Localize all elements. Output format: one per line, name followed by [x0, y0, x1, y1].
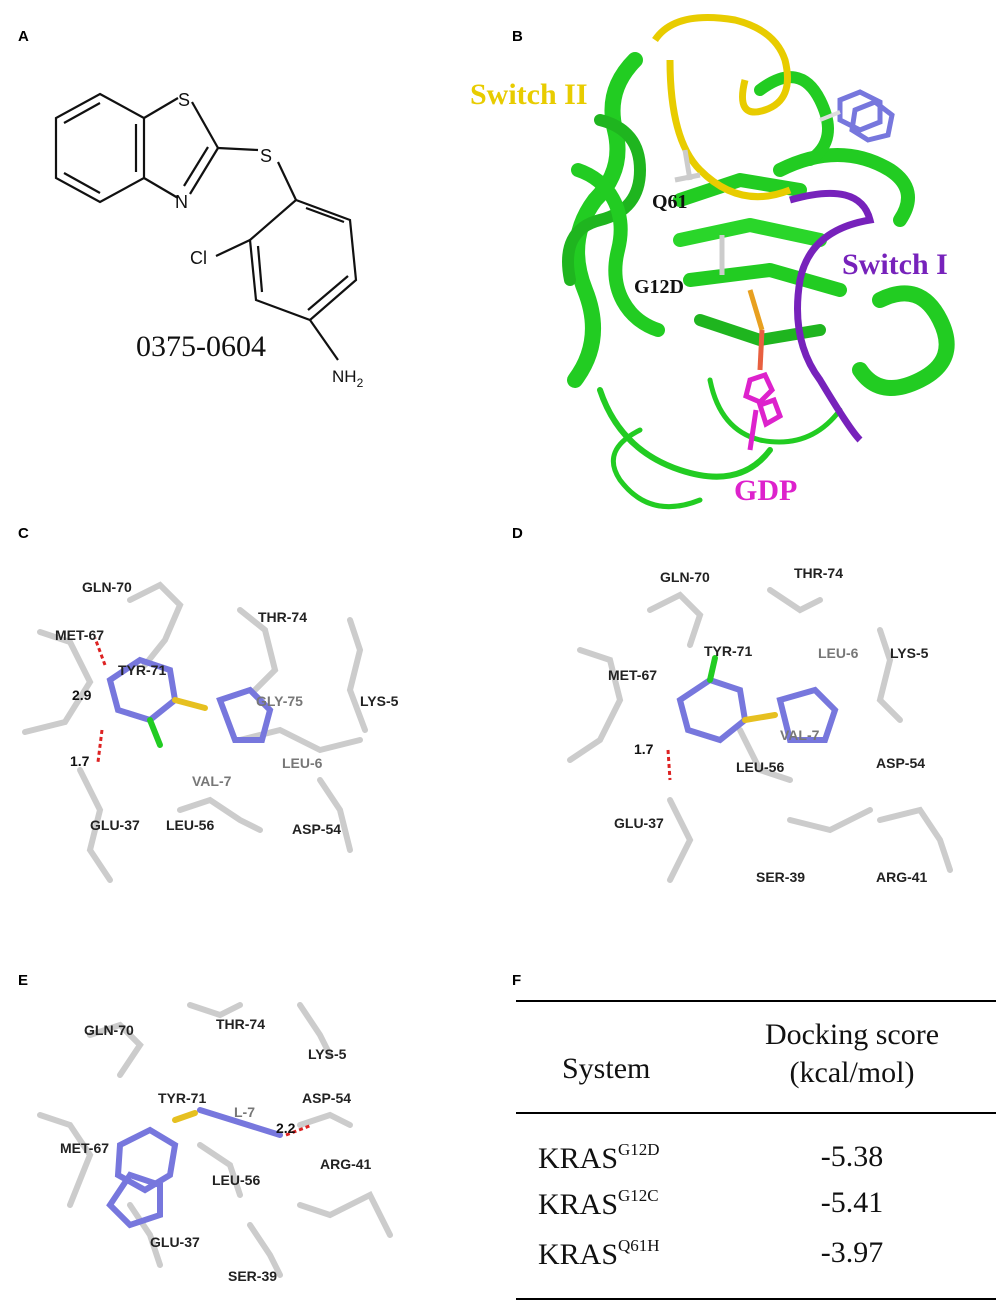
res-c-val7: VAL-7 [192, 773, 232, 789]
res-e-glu37: GLU-37 [150, 1234, 200, 1250]
atom-s2: S [260, 146, 272, 166]
table-bottom-rule [516, 1298, 996, 1300]
res-e-ser39: SER-39 [228, 1268, 277, 1284]
residue-sticks-d [567, 587, 953, 883]
res-d-met67: MET-67 [608, 667, 657, 683]
res-c-gln70: GLN-70 [82, 579, 132, 595]
header-score-line1: Docking score [764, 1018, 940, 1051]
switch1-loop [789, 189, 875, 443]
res-c-asp54: ASP-54 [292, 821, 341, 837]
res-e-gln70: GLN-70 [84, 1022, 134, 1038]
res-e-lys5: LYS-5 [308, 1046, 347, 1062]
g12d-label: G12D [634, 276, 684, 298]
res-c-tyr71: TYR-71 [118, 662, 166, 678]
table-header-rule [516, 1112, 996, 1114]
row-system: KRASQ61H [538, 1236, 660, 1271]
res-e-met67: MET-67 [60, 1140, 109, 1156]
row-score: -5.38 [820, 1140, 884, 1173]
panel-b-protein: Switch II Switch I Q61 G12D GDP [470, 14, 955, 510]
res-e-asp54: ASP-54 [302, 1090, 351, 1106]
panel-c-docking: GLN-70 MET-67 THR-74 TYR-71 GLY-75 LYS-5… [22, 579, 399, 883]
atom-nh2: NH2 [332, 367, 364, 390]
row-score: -3.97 [820, 1236, 884, 1269]
ligand-b [837, 89, 895, 143]
res-d-lys5: LYS-5 [890, 645, 929, 661]
res-e-leu56: LEU-56 [212, 1172, 260, 1188]
res-d-tyr71: TYR-71 [704, 643, 752, 659]
row-system: KRASG12C [538, 1186, 659, 1221]
hbond-d1 [666, 749, 672, 781]
res-c-gly75: GLY-75 [256, 693, 303, 709]
res-e-tyr71: TYR-71 [158, 1090, 206, 1106]
header-system: System [562, 1052, 651, 1085]
res-d-glu37: GLU-37 [614, 815, 664, 831]
atom-n: N [175, 192, 188, 212]
panel-label-b: B [512, 28, 523, 45]
residue-sticks-e [37, 1002, 393, 1278]
hbond-c1 [93, 637, 107, 666]
dist-e-1: 2.2 [276, 1120, 296, 1136]
dist-c-2: 1.7 [70, 753, 90, 769]
res-d-arg41: ARG-41 [876, 869, 928, 885]
panel-label-c: C [18, 525, 29, 542]
res-d-leu6: LEU-6 [818, 645, 859, 661]
res-c-lys5: LYS-5 [360, 693, 399, 709]
panel-label-e: E [18, 972, 29, 989]
res-c-thr74: THR-74 [258, 609, 307, 625]
switch2-label: Switch II [470, 78, 588, 111]
atom-cl: Cl [190, 248, 207, 268]
panel-label-d: D [512, 525, 523, 542]
res-d-gln70: GLN-70 [660, 569, 710, 585]
res-c-glu37: GLU-37 [90, 817, 140, 833]
res-d-thr74: THR-74 [794, 565, 843, 581]
panel-d-docking: GLN-70 THR-74 TYR-71 MET-67 LEU-6 LYS-5 … [567, 565, 953, 885]
res-c-met67: MET-67 [55, 627, 104, 643]
row-system: KRASG12D [538, 1140, 660, 1175]
sidechain-q61 [674, 149, 701, 183]
panel-a-structure: S S N Cl NH2 0375-0604 [54, 90, 364, 390]
q61-label: Q61 [652, 191, 688, 213]
res-c-leu6: LEU-6 [282, 755, 323, 771]
gdp-molecule [743, 289, 784, 451]
res-e-arg41: ARG-41 [320, 1156, 372, 1172]
hbond-c2 [96, 729, 104, 763]
res-d-leu56: LEU-56 [736, 759, 784, 775]
compound-bonds [54, 92, 358, 361]
residue-sticks-c [22, 581, 368, 883]
dist-d-1: 1.7 [634, 741, 654, 757]
res-c-leu56: LEU-56 [166, 817, 214, 833]
gdp-label: GDP [734, 474, 797, 507]
hbond-e1 [285, 1123, 313, 1137]
ligand-d [676, 655, 839, 744]
header-score-line2: (kcal/mol) [789, 1056, 915, 1089]
res-e-faint: L-7 [234, 1104, 255, 1120]
switch1-label: Switch I [842, 248, 948, 281]
switch2-loop [652, 14, 792, 201]
ligand-c [106, 656, 274, 748]
table-top-rule [516, 1000, 996, 1002]
res-d-ser39: SER-39 [756, 869, 805, 885]
row-score: -5.41 [820, 1186, 884, 1219]
atom-s1: S [178, 90, 190, 110]
panel-e-docking: GLN-70 THR-74 LYS-5 TYR-71 ASP-54 MET-67… [37, 1002, 393, 1284]
res-d-asp54: ASP-54 [876, 755, 925, 771]
res-d-val7: VAL-7 [780, 727, 820, 743]
docking-table: System Docking score (kcal/mol) KRASG12D… [516, 1000, 996, 1300]
panel-label-a: A [18, 28, 29, 45]
panel-label-f: F [512, 972, 522, 989]
compound-id: 0375-0604 [136, 330, 266, 363]
ligand-e [106, 1107, 283, 1229]
res-e-thr74: THR-74 [216, 1016, 265, 1032]
dist-c-1: 2.9 [72, 687, 92, 703]
